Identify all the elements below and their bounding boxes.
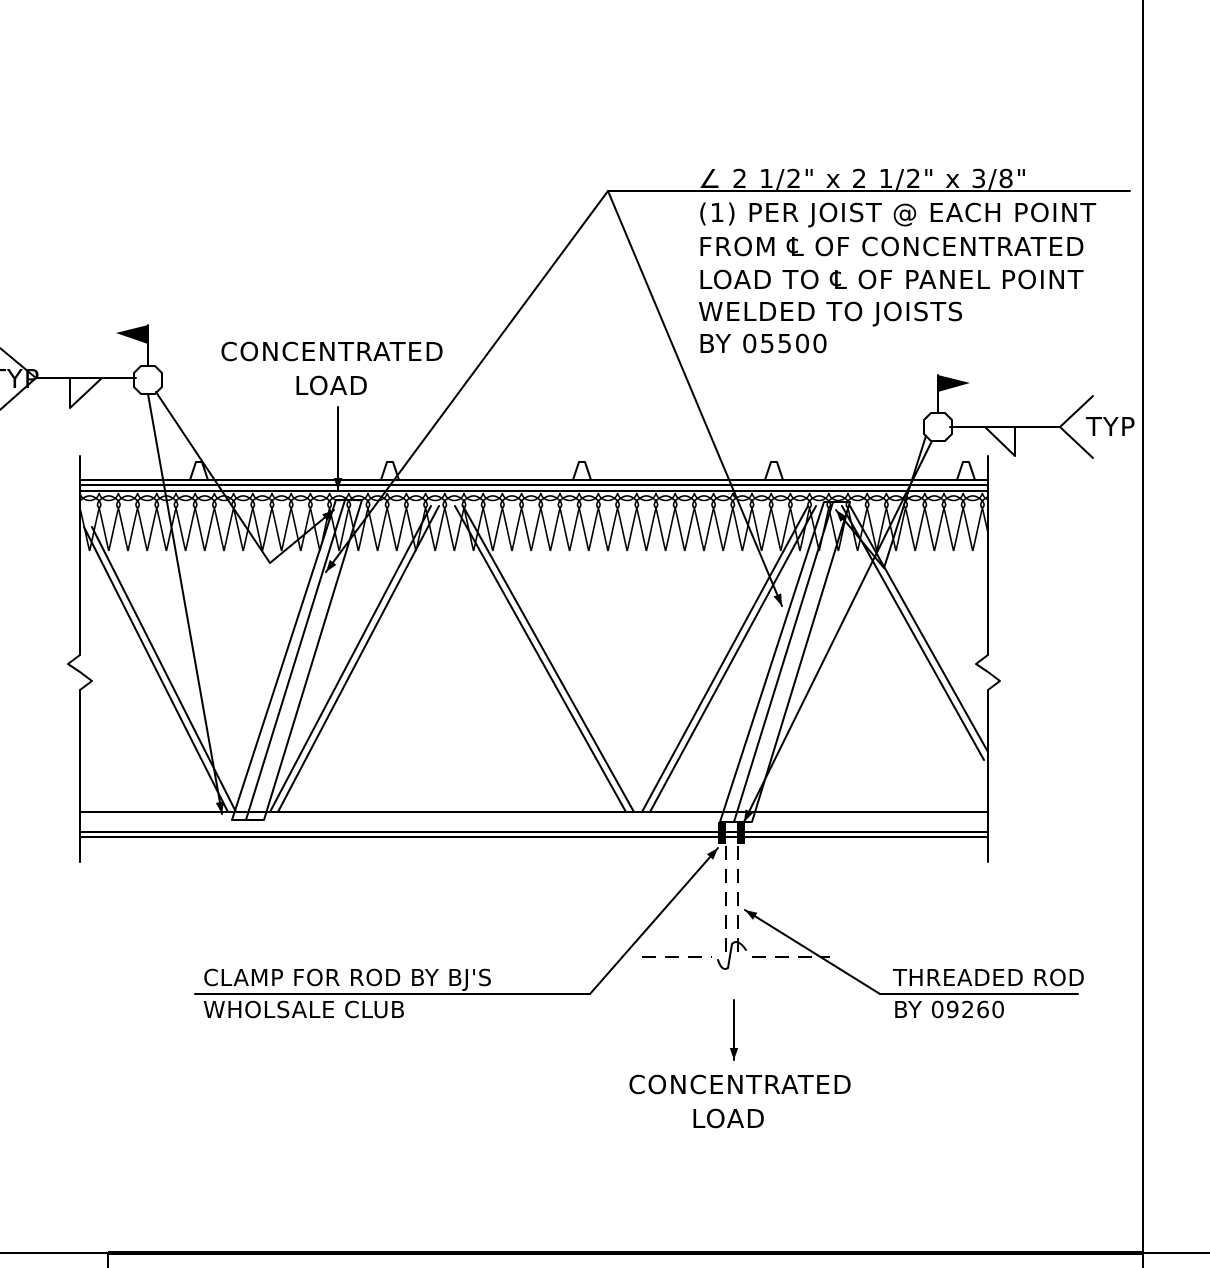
insulation-batt <box>711 492 736 552</box>
insulation-batt <box>500 492 524 552</box>
deck-rib <box>189 461 209 481</box>
deck-rib <box>380 461 400 481</box>
insulation-batt <box>192 492 217 552</box>
insulation-batt <box>404 492 428 552</box>
insulation-batt <box>672 492 697 552</box>
angle-spec-line1: ∠ 2 1/2" x 2 1/2" x 3/8" <box>698 165 1028 195</box>
insulation-batt <box>519 492 544 552</box>
break-line-left <box>67 455 93 863</box>
insulation-batt <box>960 492 985 552</box>
insulation-batt <box>250 492 275 552</box>
insulation-batt <box>653 492 678 552</box>
joist-bottom-chord <box>79 811 989 838</box>
insulation-batt <box>269 492 294 552</box>
insulation-batt <box>596 492 620 552</box>
concentrated-load-bottom-note: CONCENTRATED LOAD <box>628 1071 853 1135</box>
insulation-batt <box>461 492 486 552</box>
clamp-line2: WHOLSALE CLUB <box>203 998 406 1024</box>
clamp-note: CLAMP FOR ROD BY BJ'S WHOLSALE CLUB <box>203 966 493 1024</box>
deck-rib <box>956 461 976 481</box>
angle-member-left <box>231 499 363 821</box>
threaded-rod-note: THREADED ROD BY 09260 <box>892 966 1086 1024</box>
angle-spec-line4: LOAD TO ℄ OF PANEL POINT <box>698 266 1084 296</box>
angle-spec-line5: WELDED TO JOISTS <box>698 298 965 328</box>
deck-rib <box>572 461 592 481</box>
insulation-batt <box>384 492 409 552</box>
threaded-rod <box>642 822 830 970</box>
angle-spec-note: ∠ 2 1/2" x 2 1/2" x 3/8" (1) PER JOIST @… <box>698 165 1097 360</box>
weld-left-tail-label: TYP <box>0 365 40 395</box>
angle-spec-line2: (1) PER JOIST @ EACH POINT <box>698 199 1097 229</box>
concentrated-load-top-note: CONCENTRATED LOAD <box>220 338 445 402</box>
insulation-batt <box>442 492 467 552</box>
insulation-batt <box>173 492 198 552</box>
insulation-batt <box>116 492 140 552</box>
threaded-rod-line1: THREADED ROD <box>892 966 1086 992</box>
joist-web-members <box>83 505 989 813</box>
insulation-batt <box>634 492 659 552</box>
threaded-rod-line2: BY 09260 <box>893 998 1006 1024</box>
leader-lines <box>147 190 1131 1061</box>
angle-spec-line6: BY 05500 <box>698 330 829 360</box>
angle-spec-line3: FROM ℄ OF CONCENTRATED <box>698 233 1086 263</box>
concentrated-load-top-line1: CONCENTRATED <box>220 338 445 368</box>
insulation-batt <box>212 492 236 552</box>
concentrated-load-bottom-line1: CONCENTRATED <box>628 1071 853 1101</box>
break-line-right <box>975 455 1001 863</box>
insulation-batt <box>903 492 928 552</box>
insulation-batt <box>288 492 313 552</box>
insulation-batt <box>692 492 716 552</box>
insulation-batt <box>576 492 601 552</box>
insulation-batt <box>80 492 102 552</box>
insulation-batt <box>922 492 947 552</box>
insulation-batt <box>749 492 774 552</box>
insulation-batt <box>346 492 371 552</box>
insulation-batt <box>135 492 160 552</box>
concentrated-load-top-line2: LOAD <box>294 372 369 402</box>
weld-symbol-right <box>923 374 1094 459</box>
clamp-line1: CLAMP FOR ROD BY BJ'S <box>203 966 493 992</box>
insulation-batt <box>941 492 966 552</box>
weld-symbol-left <box>0 324 163 411</box>
insulation-batt <box>884 492 908 552</box>
insulation-batt <box>423 492 448 552</box>
insulation-batt <box>980 492 988 537</box>
insulation-batt <box>730 492 755 552</box>
insulation-batt <box>615 492 640 552</box>
weld-right-tail-label: TYP <box>1085 413 1136 443</box>
insulation-batt <box>538 492 563 552</box>
insulation-batt <box>557 492 582 552</box>
concentrated-load-bottom-line2: LOAD <box>691 1105 766 1135</box>
insulation-batt <box>864 492 889 552</box>
deck-rib <box>764 461 784 481</box>
roof-deck <box>79 461 989 486</box>
insulation-layer <box>80 492 1023 552</box>
insulation-batt <box>480 492 505 552</box>
insulation-batt <box>96 492 121 552</box>
insulation-batt <box>1000 493 1023 551</box>
